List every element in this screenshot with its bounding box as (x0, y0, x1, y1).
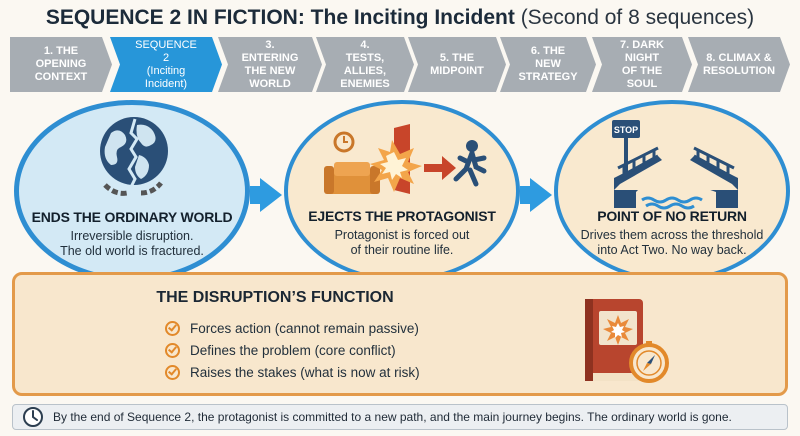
step-8: 8. CLIMAX &RESOLUTION (688, 37, 790, 92)
check-circle-icon (165, 342, 180, 358)
disruption-function-box: THE DISRUPTION’S FUNCTION Forces action … (12, 272, 788, 396)
arrow-2-tail (520, 186, 532, 204)
arrow-right-icon (530, 178, 552, 212)
circle-1-heading: ENDS THE ORDINARY WORLD (31, 209, 233, 225)
check-circle-icon (165, 320, 180, 336)
step-4: 4. TESTS,ALLIES,ENEMIES (316, 37, 414, 92)
title-main: SEQUENCE 2 IN FICTION: The Inciting Inci… (45, 6, 515, 29)
book-compass-icon (585, 299, 669, 383)
circle-1-body: Irreversible disruption.The old world is… (60, 229, 204, 258)
page-title: SEQUENCE 2 IN FICTION: The Inciting Inci… (0, 6, 800, 30)
circle-point-of-no-return: STOP POINT OF NO RETURN Drives them acro… (554, 100, 790, 282)
list-item: Raises the stakes (what is now at risk) (165, 361, 420, 383)
function-list: Forces action (cannot remain passive) De… (165, 317, 420, 383)
broken-bridge-icon: STOP (612, 120, 738, 210)
stop-sign-text: STOP (614, 125, 638, 135)
circle-3-heading: POINT OF NO RETURN (597, 208, 747, 224)
ejection-icon (324, 124, 487, 194)
list-item: Forces action (cannot remain passive) (165, 317, 420, 339)
circle-2-heading: EJECTS THE PROTAGONIST (308, 208, 496, 224)
title-sub: (Second of 8 sequences) (520, 6, 755, 29)
arrow-1-tail (250, 186, 262, 204)
function-title: THE DISRUPTION’S FUNCTION (156, 289, 394, 306)
footer-text: By the end of Sequence 2, the protagonis… (53, 410, 732, 424)
circle-ejects-protagonist: EJECTS THE PROTAGONIST Protagonist is fo… (284, 100, 520, 282)
broken-globe-icon (100, 117, 168, 196)
list-item: Defines the problem (core conflict) (165, 339, 420, 361)
arrow-right-icon (260, 178, 282, 212)
summary-footer: By the end of Sequence 2, the protagonis… (12, 404, 788, 430)
clock-icon (23, 407, 43, 427)
circle-ends-ordinary-world: ENDS THE ORDINARY WORLD Irreversible dis… (14, 100, 250, 282)
check-circle-icon (165, 364, 180, 380)
